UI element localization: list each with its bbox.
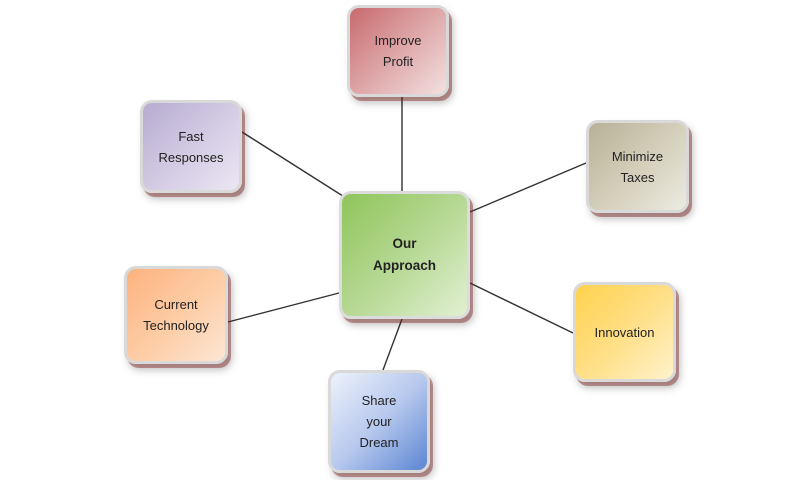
node-label-improve-profit: Improve Profit bbox=[374, 33, 422, 69]
node-label-current-technology: Current Technology bbox=[143, 297, 209, 333]
node-share-your-dream: Share your Dream bbox=[328, 370, 430, 473]
node-label-our-approach: Our Approach bbox=[372, 236, 436, 273]
node-label-minimize-taxes: Minimize Taxes bbox=[611, 148, 664, 185]
node-innovation: Innovation bbox=[573, 282, 676, 382]
node-our-approach: Our Approach bbox=[339, 191, 470, 319]
connector-minimize-taxes bbox=[469, 162, 587, 213]
node-current-technology: Current Technology bbox=[124, 266, 228, 364]
node-improve-profit: Improve Profit bbox=[347, 5, 449, 97]
connector-current-technology bbox=[227, 292, 340, 323]
node-fast-responses: Fast Responses bbox=[140, 100, 242, 193]
connector-fast-responses bbox=[241, 131, 347, 199]
node-label-fast-responses: Fast Responses bbox=[158, 128, 224, 165]
node-label-share-your-dream: Share your Dream bbox=[359, 393, 399, 450]
connector-share-your-dream bbox=[382, 318, 403, 371]
node-minimize-taxes: Minimize Taxes bbox=[586, 120, 689, 213]
node-label-innovation: Innovation bbox=[594, 324, 655, 340]
connector-innovation bbox=[469, 282, 574, 334]
